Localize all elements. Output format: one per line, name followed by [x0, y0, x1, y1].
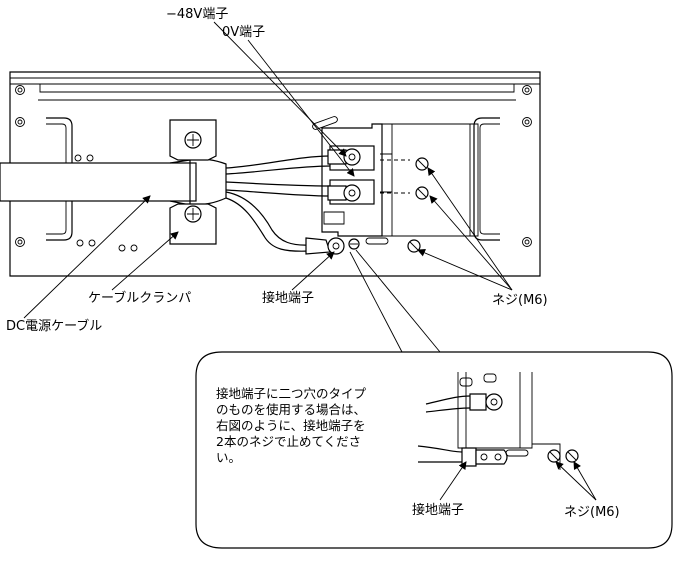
- note-line-1: 接地端子に二つ穴のタイプ: [216, 386, 367, 401]
- label-cable-clamp: ケーブルクランパ: [88, 290, 191, 306]
- label-screw-m6: ネジ(M6): [492, 293, 548, 308]
- note-line-5: い。: [216, 450, 241, 465]
- note-line-3: 右図のように、接地端子を: [216, 418, 366, 433]
- ground-terminal: [305, 237, 421, 255]
- note-line-2: のものを使用する場合は、: [216, 402, 366, 417]
- terminal-block: [321, 123, 479, 237]
- label-dc-power-cable: DC電源ケーブル: [6, 318, 102, 334]
- label-ground-terminal: 接地端子: [262, 290, 314, 306]
- note-callout: 接地端子に二つ穴のタイプ のものを使用する場合は、 右図のように、接地端子を 2…: [195, 351, 673, 549]
- label-neg48v-terminal: −48V端子: [166, 7, 228, 22]
- inset-drawing: [417, 372, 597, 501]
- dc-power-cable: [0, 155, 331, 252]
- label-0v-terminal: 0V端子: [222, 25, 265, 40]
- leader-lines: [23, 21, 513, 353]
- cable-clamp: [169, 119, 217, 245]
- inset-label-ground-terminal: 接地端子: [412, 502, 464, 518]
- inset-label-screw-m6: ネジ(M6): [564, 505, 620, 520]
- note-line-4: 2本のネジで止めてくださ: [216, 434, 361, 449]
- chassis-panel: [9, 71, 541, 277]
